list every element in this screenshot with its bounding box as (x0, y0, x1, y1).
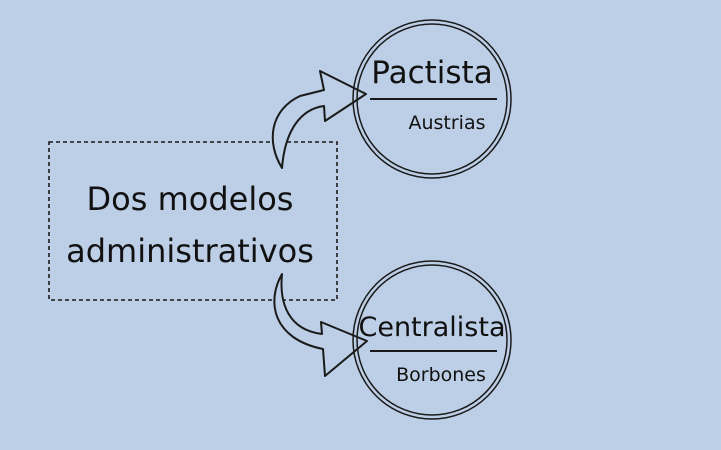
pactista-subtitle: Austrias (408, 112, 485, 134)
pactista-outer-circle (352, 19, 512, 179)
main-concept-line-1: Dos modelos (87, 180, 294, 218)
main-concept-border (48, 141, 338, 301)
centralista-title: Centralista (358, 312, 505, 343)
centralista-subtitle: Borbones (396, 364, 486, 386)
arrow-to-pactista (271, 70, 367, 169)
main-concept-box: Dos modelos administrativos (48, 141, 338, 301)
arrow-to-centralista (273, 273, 368, 377)
centralista-inner-circle (356, 264, 508, 416)
centralista-outer-circle (352, 260, 512, 420)
main-concept-line-2: administrativos (66, 232, 314, 270)
pactista-inner-circle (356, 23, 508, 175)
pactista-title: Pactista (371, 55, 492, 91)
centralista-node: Centralista Borbones (352, 260, 512, 420)
pactista-node: Pactista Austrias (352, 19, 512, 179)
